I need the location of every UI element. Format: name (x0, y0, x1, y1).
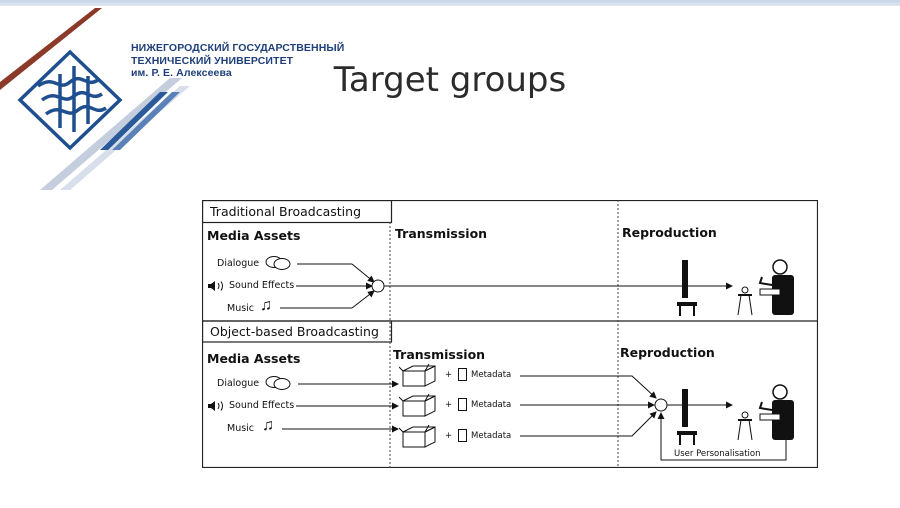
document-icon (458, 368, 467, 381)
traditional-media-assets-heading: Media Assets (207, 228, 301, 243)
traditional-music-label: Music (227, 303, 255, 314)
dialogue-icon (265, 376, 291, 390)
speaker-icon (208, 401, 223, 411)
user-personalisation-label: User Personalisation (672, 449, 763, 459)
traditional-label-box (202, 200, 393, 224)
tv-icon (677, 389, 697, 445)
traditional-section-label: Traditional Broadcasting (210, 204, 362, 219)
diagram-graphics (202, 200, 818, 468)
dialogue-icon (265, 256, 291, 270)
object-based-reproduction-heading: Reproduction (620, 345, 715, 360)
object-based-media-assets-heading: Media Assets (207, 351, 301, 366)
metadata-label-3: Metadata (471, 431, 512, 441)
plus-sign: + (445, 431, 453, 441)
top-accent-bar (0, 0, 900, 6)
mixer-object-based (654, 398, 668, 412)
viewer-in-armchair-icon (737, 259, 794, 316)
speaker-icon (208, 281, 223, 291)
object-based-section-label: Object-based Broadcasting (210, 324, 379, 339)
metadata-label-2: Metadata (471, 400, 512, 410)
user-personalisation-loop (657, 412, 787, 461)
university-logo (0, 8, 190, 190)
box-icon (399, 424, 436, 448)
box-icon (399, 393, 436, 417)
plus-sign: + (445, 370, 453, 380)
viewer-in-armchair-icon (737, 384, 794, 441)
music-note-icon: ♫ (260, 297, 272, 314)
university-name: НИЖЕГОРОДСКИЙ ГОСУДАРСТВЕННЫЙ ТЕХНИЧЕСКИ… (131, 42, 344, 80)
metadata-label-1: Metadata (471, 370, 512, 380)
object-music-label: Music (227, 423, 255, 434)
object-sound-effects-label: Sound Effects (229, 400, 295, 411)
plus-sign: + (445, 400, 453, 410)
music-note-icon: ♫ (262, 417, 274, 434)
slide-title: Target groups (333, 60, 567, 100)
document-icon (458, 398, 467, 411)
university-name-line-3: им. Р. Е. Алексеева (131, 67, 232, 79)
document-icon (458, 429, 467, 442)
object-based-transmission-heading: Transmission (393, 347, 486, 362)
traditional-reproduction-heading: Reproduction (622, 225, 717, 240)
mixer-traditional (371, 279, 385, 293)
university-name-line-1: НИЖЕГОРОДСКИЙ ГОСУДАРСТВЕННЫЙ (131, 42, 345, 54)
university-name-line-2: ТЕХНИЧЕСКИЙ УНИВЕРСИТЕТ (131, 54, 294, 67)
tv-icon (677, 260, 697, 316)
object-based-label-box (202, 320, 393, 343)
traditional-sound-effects-label: Sound Effects (229, 280, 295, 291)
traditional-dialogue-label: Dialogue (217, 258, 260, 269)
traditional-transmission-heading: Transmission (395, 226, 488, 241)
box-icon (399, 363, 436, 387)
broadcasting-diagram: Traditional Broadcasting Media Assets Tr… (202, 200, 818, 468)
object-dialogue-label: Dialogue (217, 378, 260, 389)
